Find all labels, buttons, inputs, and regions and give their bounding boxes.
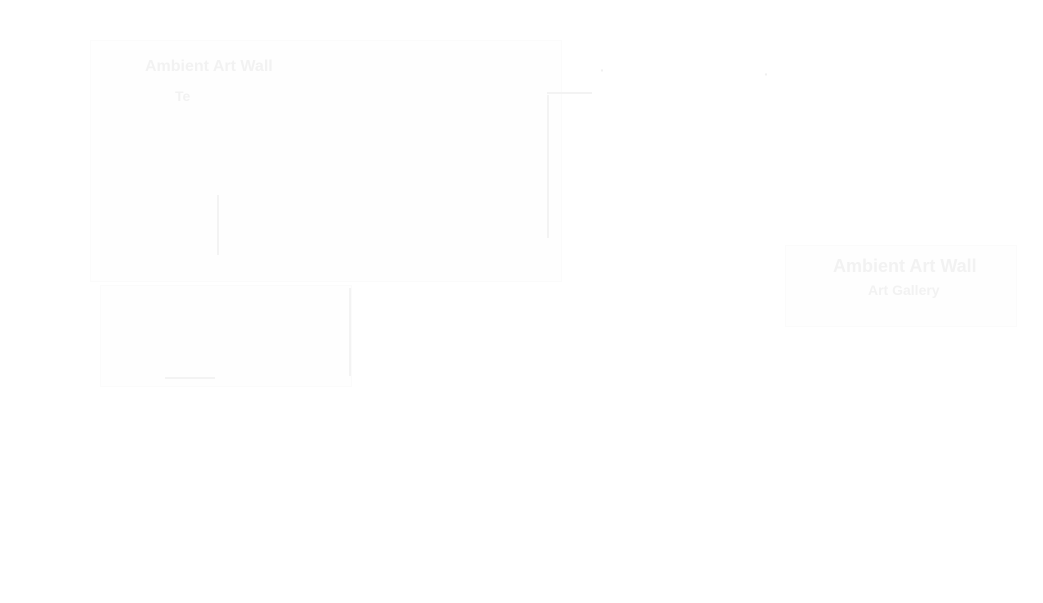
lower-left-ghost-panel — [100, 285, 352, 387]
right-ghost-panel — [785, 245, 1017, 327]
left-ghost-divider-short — [217, 195, 219, 255]
lower-left-ghost-divider — [349, 288, 351, 376]
ghost-mark-a: · — [600, 62, 605, 78]
left-ghost-subtitle: Te — [175, 88, 191, 104]
left-ghost-divider-vertical — [547, 95, 549, 238]
left-ghost-title: Ambient Art Wall — [145, 58, 273, 75]
left-ghost-divider-top — [547, 92, 592, 94]
lower-left-ghost-underline — [165, 377, 215, 379]
left-ghost-panel — [90, 40, 562, 282]
right-ghost-subtitle: Art Gallery — [868, 282, 940, 298]
ghost-mark-b: · — [764, 66, 769, 82]
right-ghost-title: Ambient Art Wall — [833, 256, 977, 276]
